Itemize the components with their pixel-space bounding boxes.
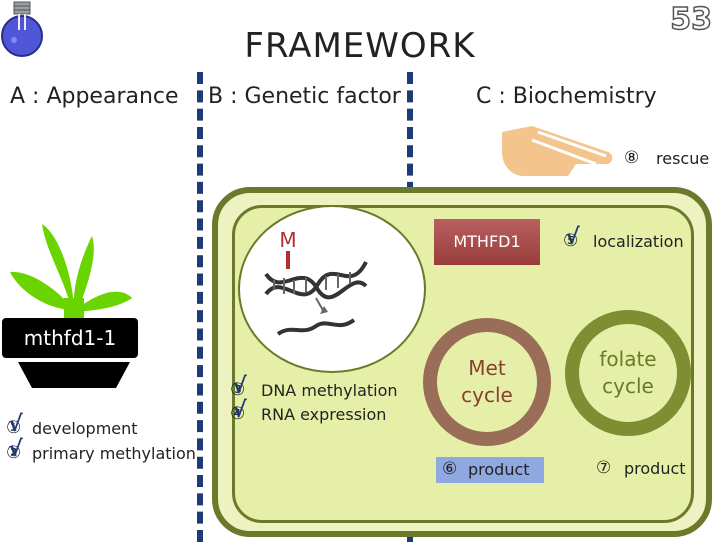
biochem-item-folate-product: ⑦ product — [596, 458, 706, 480]
item-number: ① — [6, 418, 22, 438]
light-bulb-icon — [0, 0, 46, 62]
plant-illustration — [6, 212, 138, 390]
item-number: ⑦ — [596, 458, 612, 478]
item-number: ⑥ — [442, 459, 458, 479]
column-genetic-heading: B : Genetic factor — [208, 84, 401, 109]
appearance-item-development: ① √ development — [6, 412, 206, 440]
item-number: ③ — [230, 380, 246, 400]
genetic-item-dna-methylation: ③ √ DNA methylation — [230, 374, 408, 402]
dna-helix-icon — [262, 232, 372, 340]
biochem-item-localization: ⑤ √ localization — [563, 225, 693, 253]
page-number: 53 — [670, 1, 713, 38]
check-mark-icon: √ — [232, 374, 247, 399]
folate-cycle: folate cycle — [565, 310, 691, 436]
hand-icon — [498, 122, 616, 180]
item-number: ④ — [230, 404, 246, 424]
page-title: FRAMEWORK — [244, 26, 476, 66]
column-biochemistry-heading: C : Biochemistry — [476, 84, 657, 109]
met-cycle-line1: Met — [468, 356, 506, 380]
item-label: product — [468, 460, 530, 479]
folate-cycle-line1: folate — [599, 347, 657, 371]
protein-box: MTHFD1 — [434, 219, 540, 265]
plant-label: mthfd1-1 — [2, 318, 138, 358]
biochem-item-met-product: ⑥ product — [442, 459, 552, 481]
check-mark-icon: √ — [565, 225, 580, 250]
item-label: localization — [593, 232, 684, 251]
folate-cycle-line2: cycle — [602, 374, 654, 398]
appearance-item-primary-methylation: ② √ primary methylation — [6, 437, 206, 465]
met-cycle-line2: cycle — [461, 383, 513, 407]
met-product-box — [436, 457, 544, 483]
item-label: product — [624, 459, 686, 478]
item-number: ② — [6, 443, 22, 463]
biochem-item-rescue: ⑧ rescue — [624, 148, 720, 170]
column-appearance-heading: A : Appearance — [10, 84, 179, 109]
mutation-label: M — [279, 228, 297, 252]
item-number: ⑤ — [563, 231, 579, 251]
check-mark-icon: √ — [8, 437, 23, 462]
item-label: RNA expression — [261, 405, 387, 424]
item-label: DNA methylation — [261, 381, 398, 400]
item-number: ⑧ — [624, 148, 640, 168]
check-mark-icon: √ — [8, 412, 23, 437]
genetic-item-rna-expression: ④ √ RNA expression — [230, 398, 408, 426]
item-label: rescue — [656, 149, 710, 168]
mutation-marker: M — [276, 229, 300, 269]
check-mark-icon: √ — [232, 398, 247, 423]
mutation-stem — [286, 251, 290, 269]
divider-a-b — [197, 72, 203, 542]
item-label: development — [32, 419, 138, 438]
met-cycle: Met cycle — [423, 318, 551, 446]
item-label: primary methylation — [32, 444, 196, 463]
